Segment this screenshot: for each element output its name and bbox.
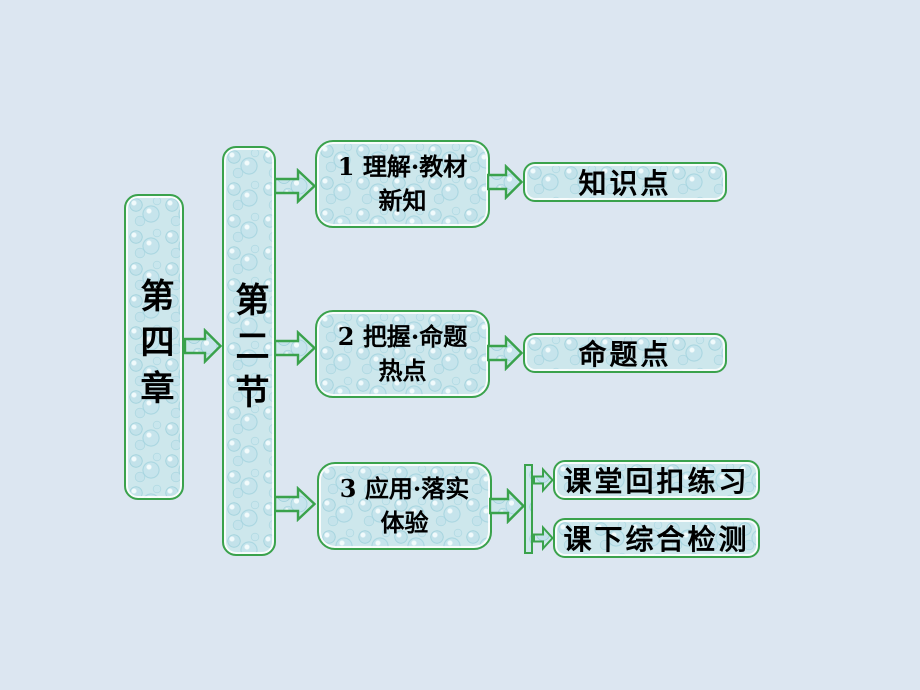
step1-box[interactable]: 1 理解·教材新知 xyxy=(315,140,490,228)
target-afterclass-test-box[interactable]: 课下综合检测 xyxy=(553,518,760,558)
target-proposition-points-label: 命题点 xyxy=(578,338,672,371)
section-box[interactable]: 第二节 xyxy=(222,146,276,556)
branch-bar xyxy=(524,464,533,554)
target-knowledge-points-box[interactable]: 知识点 xyxy=(523,162,727,202)
step3-box[interactable]: 3 应用·落实体验 xyxy=(317,462,492,550)
branch-to-classwork-arrow-icon xyxy=(533,467,554,493)
chapter-label: 第四章 xyxy=(134,278,174,416)
section-label: 第二节 xyxy=(229,282,269,420)
section-to-step1-arrow-icon xyxy=(274,168,316,204)
section-to-step2-arrow-icon xyxy=(274,330,316,366)
step3-to-branch-arrow-icon xyxy=(489,488,525,524)
chapter-to-section-arrow-icon xyxy=(184,328,222,364)
target-classroom-practice-label: 课堂回扣练习 xyxy=(563,465,750,498)
target-classroom-practice-box[interactable]: 课堂回扣练习 xyxy=(553,460,760,500)
target-knowledge-points-label: 知识点 xyxy=(578,167,672,200)
step2-box[interactable]: 2 把握·命题热点 xyxy=(315,310,490,398)
target-proposition-points-box[interactable]: 命题点 xyxy=(523,333,727,373)
step2-label: 2 把握·命题热点 xyxy=(337,322,468,385)
step1-to-target-arrow-icon xyxy=(487,164,523,200)
step3-label: 3 应用·落实体验 xyxy=(339,474,470,537)
branch-to-homework-arrow-icon xyxy=(533,525,554,551)
target-afterclass-test-label: 课下综合检测 xyxy=(563,523,750,556)
step1-label: 1 理解·教材新知 xyxy=(337,152,468,215)
chapter-box[interactable]: 第四章 xyxy=(124,194,184,500)
section-to-step3-arrow-icon xyxy=(274,486,316,522)
step2-to-target-arrow-icon xyxy=(487,335,523,371)
